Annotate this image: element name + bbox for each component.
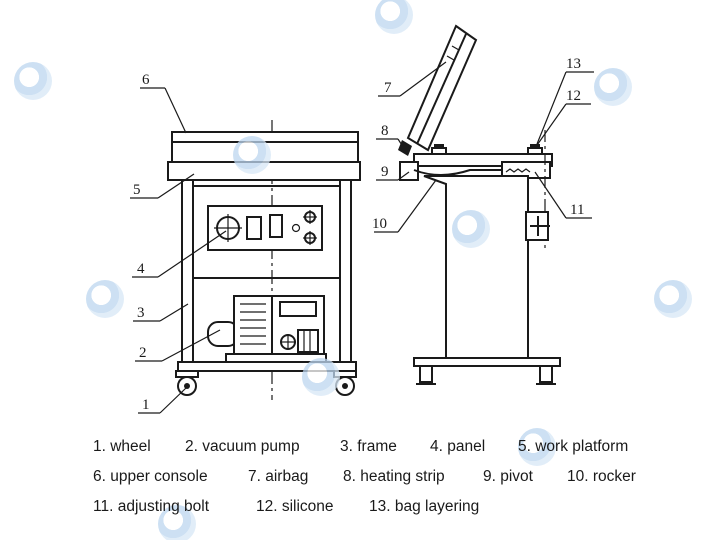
callout-9: 9 bbox=[381, 164, 389, 180]
legend-item-bag-layering: 13. bag layering bbox=[369, 498, 480, 515]
callout-4: 4 bbox=[137, 261, 145, 277]
legend-item-silicone: 12. silicone bbox=[256, 498, 334, 515]
legend-item-heating-strip: 8. heating strip bbox=[343, 468, 445, 485]
legend-item-adjusting-bolt: 11. adjusting bolt bbox=[93, 498, 210, 515]
wheel-left bbox=[175, 370, 199, 396]
side-upper-console bbox=[398, 24, 478, 156]
panel-indicator bbox=[291, 223, 301, 233]
rocker bbox=[413, 169, 505, 176]
brand-logo-watermark-icon bbox=[654, 280, 692, 318]
silicone-pads bbox=[431, 144, 543, 155]
front-view: 6 5 4 3 2 1 bbox=[130, 72, 361, 414]
panel-display-right bbox=[269, 214, 283, 238]
vacuum-pump bbox=[207, 295, 327, 363]
brand-logo-watermark-icon bbox=[302, 358, 340, 396]
parts-legend: 1. wheel 2. vacuum pump 3. frame 4. pane… bbox=[93, 432, 713, 522]
legend-item-airbag: 7. airbag bbox=[248, 468, 309, 485]
callout-8: 8 bbox=[381, 123, 389, 139]
legend-item-wheel: 1. wheel bbox=[93, 438, 151, 455]
legend-row-3: 11. adjusting bolt 12. silicone 13. bag … bbox=[93, 492, 713, 522]
legend-row-2: 6. upper console 7. airbag 8. heating st… bbox=[93, 462, 713, 492]
legend-row-1: 1. wheel 2. vacuum pump 3. frame 4. pane… bbox=[93, 432, 713, 462]
legend-item-upper-console: 6. upper console bbox=[93, 468, 208, 485]
legend-item-rocker: 10. rocker bbox=[567, 468, 636, 485]
legend-item-frame: 3. frame bbox=[340, 438, 397, 455]
brand-logo-watermark-icon bbox=[375, 0, 413, 34]
frame-right-leg bbox=[339, 179, 352, 366]
callout-11: 11 bbox=[570, 202, 584, 218]
legend-item-work-platform: 5. work platform bbox=[518, 438, 629, 455]
callout-6: 6 bbox=[142, 72, 150, 88]
side-body bbox=[423, 175, 529, 363]
brand-logo-watermark-icon bbox=[518, 428, 556, 466]
adjusting-bolt bbox=[525, 211, 550, 241]
panel-display-left bbox=[246, 216, 262, 240]
frame-left-leg bbox=[181, 179, 194, 366]
callout-1: 1 bbox=[142, 397, 150, 413]
callout-13: 13 bbox=[566, 56, 581, 72]
brand-logo-watermark-icon bbox=[233, 136, 271, 174]
side-view: 7 8 9 10 11 12 13 bbox=[372, 24, 594, 385]
brand-logo-watermark-icon bbox=[452, 210, 490, 248]
brand-logo-watermark-icon bbox=[158, 505, 196, 540]
brand-logo-watermark-icon bbox=[86, 280, 124, 318]
callout-7: 7 bbox=[384, 80, 392, 96]
legend-item-vacuum-pump: 2. vacuum pump bbox=[185, 438, 300, 455]
callout-10: 10 bbox=[372, 216, 387, 232]
callout-5: 5 bbox=[133, 182, 141, 198]
brand-logo-watermark-icon bbox=[594, 68, 632, 106]
callout-12: 12 bbox=[566, 88, 581, 104]
side-leader-lines bbox=[374, 61, 594, 233]
callout-3: 3 bbox=[137, 305, 145, 321]
front-leader-lines bbox=[130, 87, 227, 414]
callout-2: 2 bbox=[139, 345, 147, 361]
side-base bbox=[413, 357, 561, 367]
legend-item-panel: 4. panel bbox=[430, 438, 486, 455]
brand-logo-watermark-icon bbox=[14, 62, 52, 100]
legend-item-pivot: 9. pivot bbox=[483, 468, 533, 485]
side-feet bbox=[416, 365, 556, 385]
